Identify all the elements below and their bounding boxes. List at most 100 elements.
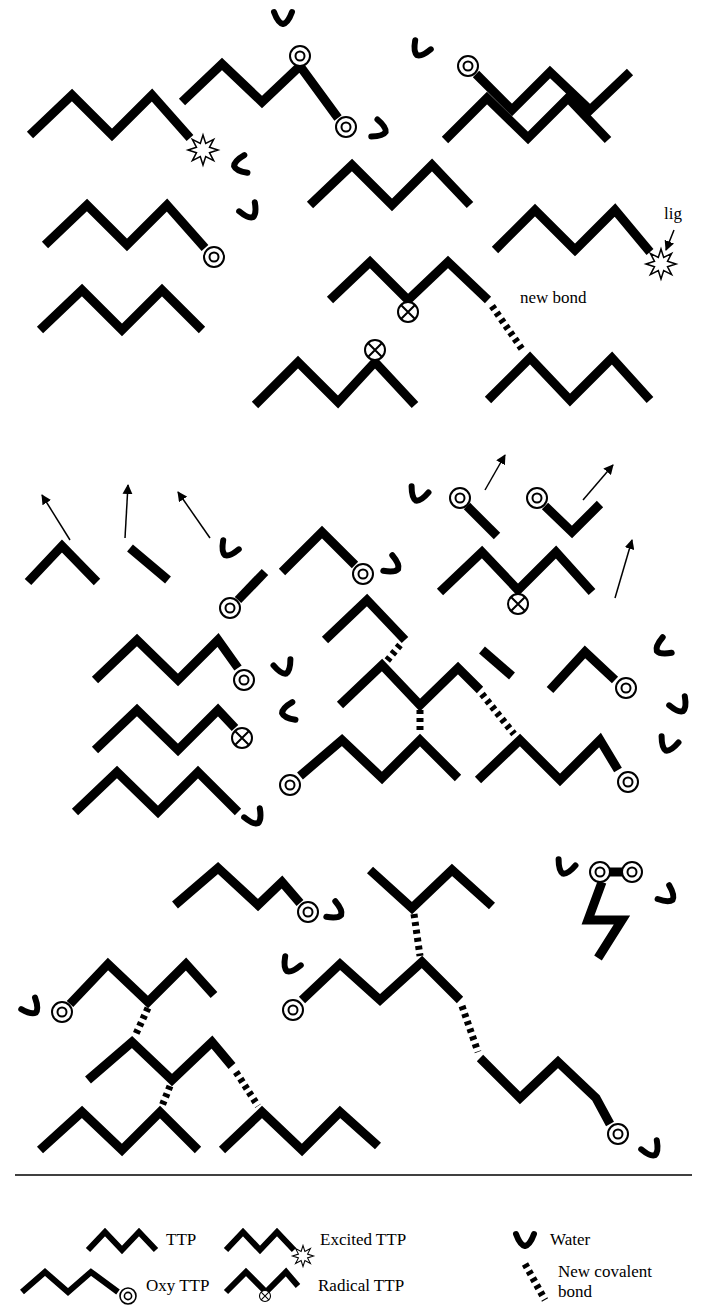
bond — [462, 1006, 478, 1052]
radical-mark — [398, 302, 418, 322]
bond — [417, 710, 424, 734]
ttp-chain — [340, 665, 480, 705]
frag — [238, 572, 265, 600]
bond — [492, 306, 524, 352]
radical-mark — [260, 1291, 271, 1302]
legend-text: New covalent bond — [558, 1262, 662, 1303]
text-slot: Oxy TTP — [146, 1276, 209, 1296]
oxy-mark — [283, 1000, 303, 1020]
oxy-mark — [618, 772, 638, 792]
arr — [178, 492, 210, 538]
ttp-chain — [226, 1232, 294, 1250]
excited-mark — [188, 135, 218, 165]
water-mark — [516, 1234, 534, 1246]
bond — [236, 1072, 258, 1106]
oxy-mark — [608, 1124, 628, 1144]
water-mark — [657, 736, 678, 753]
water-mark — [281, 702, 296, 722]
oxy-mark — [353, 564, 373, 584]
ttp-chain — [480, 1058, 610, 1124]
arr — [125, 485, 128, 538]
ttp-chain — [588, 882, 622, 958]
ttp-chain — [40, 1112, 198, 1150]
panel-three — [21, 859, 678, 1159]
water-mark — [273, 659, 294, 676]
bond — [414, 914, 420, 956]
arr — [485, 455, 505, 490]
oxy-mark — [280, 775, 300, 795]
oxy-mark — [336, 117, 356, 137]
water-mark — [383, 555, 402, 577]
ttp-chain — [545, 504, 600, 532]
arr — [583, 465, 613, 500]
ttp-chain — [95, 640, 238, 680]
ttp-chain — [226, 1272, 298, 1292]
water-mark — [658, 885, 679, 907]
oxy-mark — [220, 598, 240, 618]
bond — [482, 694, 514, 734]
arr — [42, 495, 70, 540]
water-mark — [652, 637, 671, 659]
water-mark — [669, 696, 691, 715]
radical-mark — [232, 728, 252, 748]
ttp-chain — [75, 772, 238, 812]
water-mark — [641, 1140, 663, 1159]
ttp-chain — [325, 600, 405, 640]
frag — [482, 650, 512, 676]
ttp-chain — [175, 868, 300, 905]
ttp-chain — [95, 710, 235, 750]
ttp-chain — [550, 652, 615, 690]
text-slot: TTP — [166, 1230, 196, 1250]
excited-mark — [293, 1246, 314, 1267]
ttp-chain — [488, 358, 650, 400]
water-mark — [407, 486, 428, 503]
legend-text: Oxy TTP — [146, 1276, 209, 1296]
ttp-chain — [22, 1272, 118, 1292]
text-slot: lig — [664, 204, 682, 224]
water-mark — [217, 540, 239, 559]
ttp-chain — [310, 165, 470, 205]
water-mark — [233, 155, 248, 175]
water-mark — [371, 119, 388, 140]
ttp-chain — [30, 95, 190, 138]
frag — [130, 548, 168, 580]
bond — [386, 645, 400, 662]
oxy-mark — [120, 1288, 136, 1304]
oxy-mark — [298, 902, 318, 922]
ttp-chain — [182, 64, 338, 118]
bond — [525, 1264, 545, 1300]
ttp-chain — [255, 362, 415, 405]
legend-rule — [15, 1174, 692, 1176]
water-mark — [274, 12, 292, 24]
ttp-chain — [88, 1042, 232, 1080]
radical-mark — [508, 594, 528, 614]
callout-label: lig — [664, 204, 682, 224]
oxy-mark — [450, 488, 470, 508]
arr — [666, 230, 674, 250]
bond — [162, 1086, 170, 1106]
legend-text: Radical TTP — [318, 1276, 404, 1296]
ttp-chain — [282, 532, 355, 572]
ttp-chain — [88, 1232, 156, 1250]
oxy-mark — [290, 46, 310, 66]
legend-text: Excited TTP — [320, 1230, 406, 1250]
oxy-mark — [590, 862, 610, 882]
ttp-chain — [70, 964, 214, 1004]
text-slot: New covalent bond — [558, 1262, 662, 1303]
water-mark — [279, 956, 301, 975]
water-mark — [409, 40, 431, 59]
legend-text: TTP — [166, 1230, 196, 1250]
ttp-chain — [370, 870, 492, 908]
text-slot: Excited TTP — [320, 1230, 406, 1250]
frag — [28, 546, 97, 582]
legend-samples — [22, 1232, 545, 1304]
panel-one — [30, 12, 676, 405]
water-mark — [326, 901, 345, 923]
ttp-chain — [440, 552, 592, 592]
ttp-chain — [495, 210, 650, 252]
water-mark — [554, 859, 575, 876]
legend-text: Water — [550, 1230, 590, 1250]
